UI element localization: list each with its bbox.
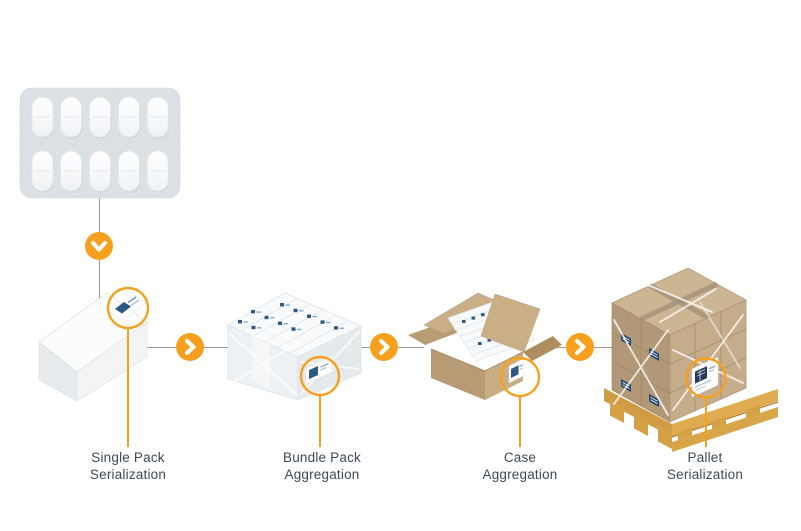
datamatrix-label-case [508, 358, 525, 383]
case-illustration [408, 292, 562, 400]
pallet-illustration [604, 267, 779, 452]
stage-label-line: Aggregation [482, 467, 558, 482]
stage-label-line: Serialization [666, 467, 744, 482]
stage-label-single-pack: Single Pack Serialization [58, 449, 198, 483]
datamatrix-label-pallet [691, 357, 719, 397]
flow-arrow-icon-1 [176, 333, 204, 361]
stage-label-case: Case Aggregation [450, 449, 590, 483]
flow-arrow-icon-3 [566, 333, 594, 361]
stage-label-line: Pallet [687, 450, 723, 465]
stage-label-bundle-pack: Bundle Pack Aggregation [252, 449, 392, 483]
single-pack-illustration [38, 292, 148, 402]
datamatrix-label-bundle [305, 356, 333, 384]
stage-label-line: Case [503, 450, 537, 465]
highlight-circle-pallet [685, 357, 727, 447]
stage-label-line: Single Pack [91, 450, 165, 465]
highlight-circle-bundle [299, 355, 341, 447]
flow-arrow-icon-2 [370, 333, 398, 361]
stage-label-line: Bundle Pack [283, 450, 361, 465]
highlight-circle-case [499, 356, 541, 447]
pill-capsules [31, 96, 169, 193]
stage-label-line: Aggregation [284, 467, 360, 482]
stage-label-pallet: Pallet Serialization [635, 449, 775, 483]
down-arrow-icon [85, 232, 113, 260]
datamatrix-label-single-pack [109, 294, 147, 321]
pallet-base [604, 388, 779, 452]
stage-label-line: Serialization [89, 467, 167, 482]
blister-pack-illustration [19, 87, 181, 199]
highlight-circle-single-pack [106, 286, 150, 447]
bundle-pack-illustration [227, 292, 362, 401]
datamatrix-marks-bundle [238, 303, 344, 331]
